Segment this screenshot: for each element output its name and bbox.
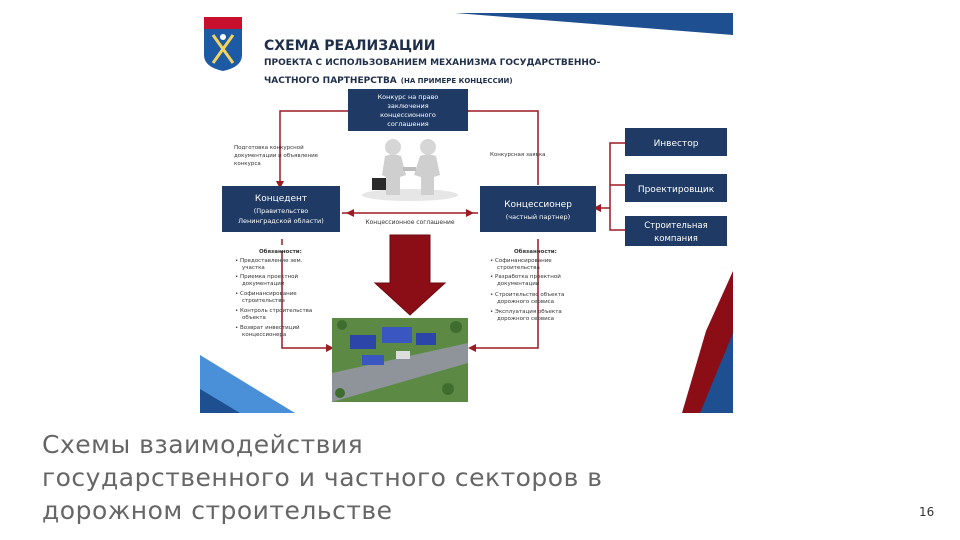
left-duty-1-a: • Предоставление зем. bbox=[235, 258, 303, 264]
concedent-box: Концедент (Правительство Ленинградской о… bbox=[222, 186, 340, 232]
left-duty-4-b: объекта bbox=[242, 315, 266, 321]
concedent-sub-2: Ленинградской области) bbox=[238, 217, 324, 225]
left-duty-2-a: • Приемка проектной bbox=[235, 273, 298, 280]
right-duties-title: Обязанности: bbox=[514, 248, 557, 255]
left-duty-5-b: концессионера bbox=[242, 332, 286, 338]
concessioner-box: Концессионер (частный партнер) bbox=[480, 186, 596, 232]
left-duty-3-b: строительства bbox=[242, 298, 285, 304]
left-label-line1: Подготовка конкурсной bbox=[234, 144, 304, 151]
tender-box: Конкурс на право заключения концессионно… bbox=[348, 89, 468, 131]
caption-line-1: Схемы взаимодействия bbox=[42, 430, 364, 459]
right-duty-4-b: дорожного сервиса bbox=[497, 316, 554, 322]
investor-label: Инвестор bbox=[654, 139, 699, 149]
coat-of-arms-icon bbox=[204, 17, 242, 71]
left-duty-5-a: • Возврат инвестиций bbox=[235, 324, 300, 331]
builder-box: Строительная компания bbox=[625, 216, 727, 246]
page-number: 16 bbox=[919, 505, 935, 519]
scheme-title: СХЕМА РЕАЛИЗАЦИИ bbox=[264, 38, 435, 54]
right-duty-1-a: • Софинансирование bbox=[490, 258, 552, 264]
left-duty-1-b: участка bbox=[242, 265, 265, 271]
left-duty-2-b: документации bbox=[242, 281, 285, 287]
right-duty-2-b: документации bbox=[497, 281, 540, 287]
concessioner-title: Концессионер bbox=[504, 200, 572, 210]
tender-line-4: соглашения bbox=[387, 120, 429, 128]
concedent-sub-1: (Правительство bbox=[254, 207, 309, 215]
builder-line-1: Строительная bbox=[644, 221, 708, 231]
slide-caption: Схемы взаимодействия государственного и … bbox=[42, 428, 822, 527]
top-blue-stripe bbox=[455, 13, 733, 35]
connector-lines bbox=[279, 110, 625, 349]
handshake-icon bbox=[362, 139, 458, 201]
agreement-label: Концессионное соглашение bbox=[365, 219, 455, 226]
tender-line-1: Конкурс на право bbox=[378, 93, 439, 101]
left-duty-3-a: • Софинансирование bbox=[235, 291, 297, 297]
left-duties-title: Обязанности: bbox=[259, 248, 302, 255]
right-duty-4-a: • Эксплуатация объекта bbox=[490, 309, 562, 315]
down-arrow-icon bbox=[373, 234, 447, 316]
designer-label: Проектировщик bbox=[638, 185, 715, 195]
right-duties: Обязанности: • Софинансирование строител… bbox=[490, 248, 564, 322]
right-duty-2-a: • Разработка проектной bbox=[490, 273, 561, 280]
right-label: Конкурсная заявка bbox=[490, 152, 546, 158]
bottom-left-dark-triangle bbox=[200, 389, 240, 413]
tender-line-2: заключения bbox=[387, 102, 428, 110]
caption-line-2: государственного и частного секторов в bbox=[42, 463, 603, 492]
right-duty-3-a: • Строительство объекта bbox=[490, 292, 564, 298]
left-duty-4-a: • Контроль строительства bbox=[235, 308, 312, 314]
scheme-subtitle-line2: ЧАСТНОГО ПАРТНЕРСТВА(НА ПРИМЕРЕ КОНЦЕССИ… bbox=[264, 76, 513, 86]
right-duty-1-b: строительства bbox=[497, 265, 540, 271]
left-label-line3: конкурса bbox=[234, 161, 261, 167]
builder-line-2: компания bbox=[654, 234, 698, 244]
right-blue-triangle bbox=[700, 333, 733, 413]
scheme-subtitle-line1: ПРОЕКТА С ИСПОЛЬЗОВАНИЕМ МЕХАНИЗМА ГОСУД… bbox=[264, 58, 601, 68]
designer-box: Проектировщик bbox=[625, 174, 727, 202]
scheme-image: СХЕМА РЕАЛИЗАЦИИ ПРОЕКТА С ИСПОЛЬЗОВАНИЕ… bbox=[200, 13, 733, 413]
construction-site-photo bbox=[332, 318, 468, 402]
left-duties: Обязанности: • Предоставление зем. участ… bbox=[235, 248, 312, 338]
tender-line-3: концессионного bbox=[380, 111, 436, 119]
investor-box: Инвестор bbox=[625, 128, 727, 156]
left-label-line2: документации и объявление bbox=[234, 153, 319, 159]
caption-line-3: дорожном строительстве bbox=[42, 496, 393, 525]
concessioner-sub: (частный партнер) bbox=[506, 213, 570, 221]
right-duty-3-b: дорожного сервиса bbox=[497, 299, 554, 305]
bottom-left-blue-triangle bbox=[200, 355, 295, 413]
concedent-title: Концедент bbox=[255, 194, 307, 204]
